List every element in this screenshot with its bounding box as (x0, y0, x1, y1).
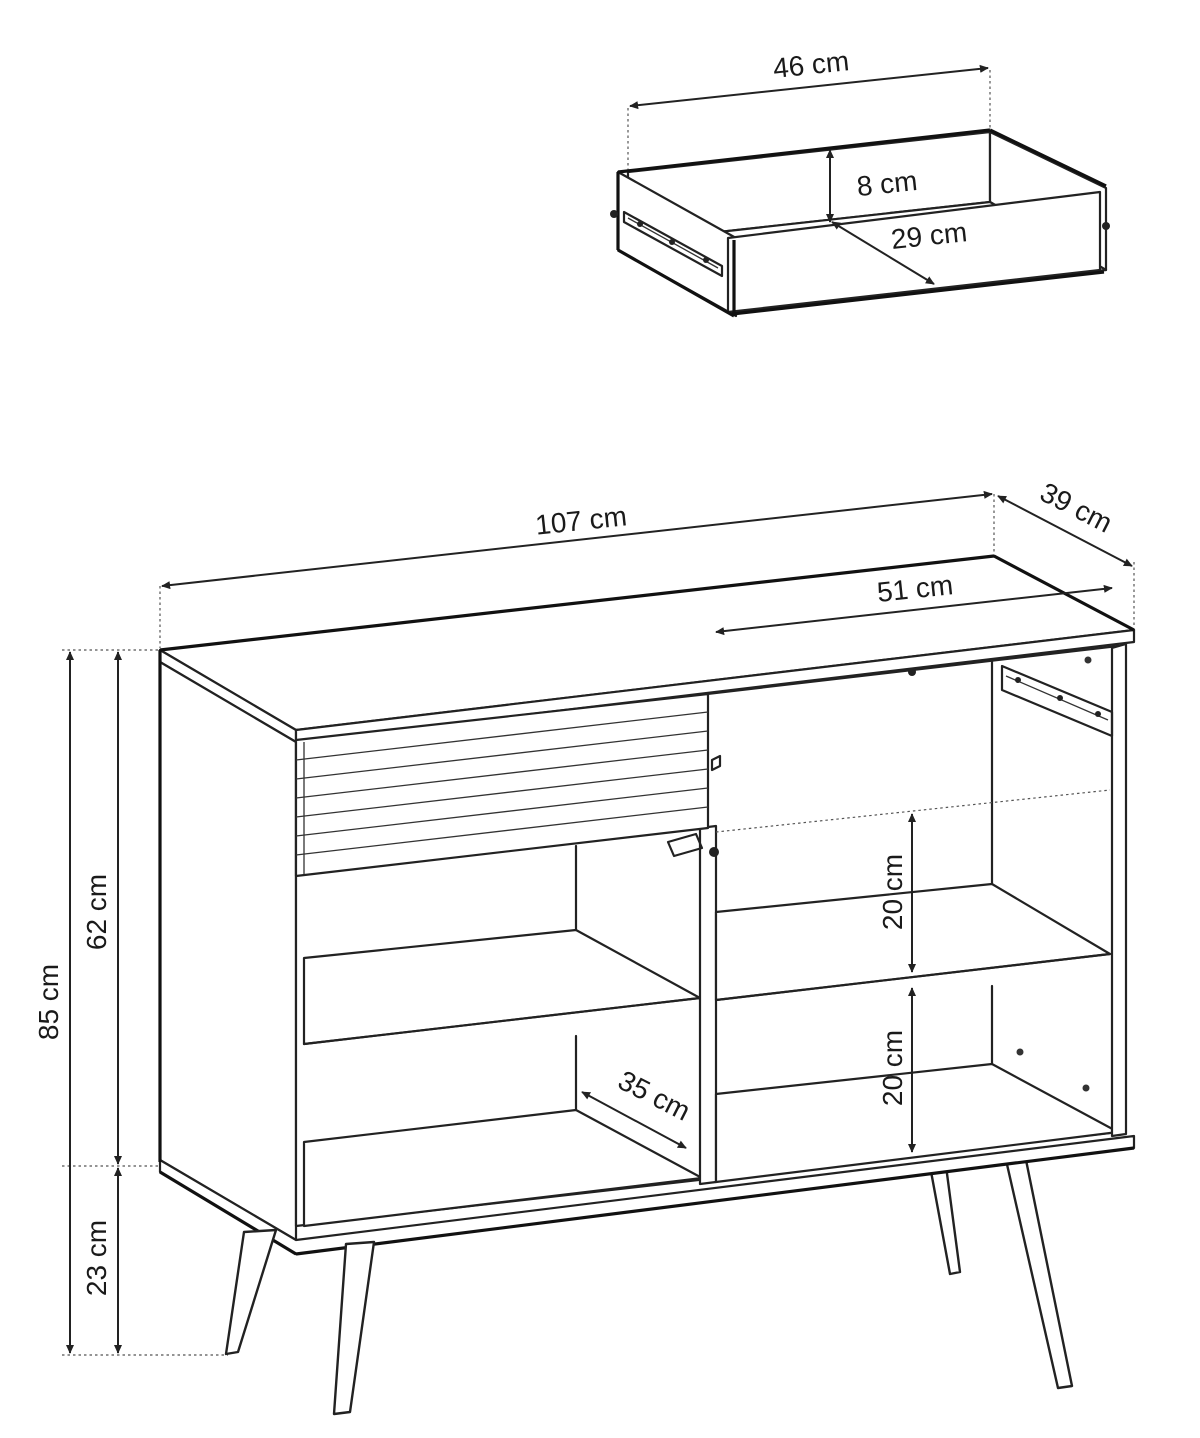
upper-shelf-spacing-label: 20 cm (877, 854, 908, 930)
leg-height-label: 23 cm (81, 1220, 112, 1296)
drawer-illustration: 46 cm 8 cm 29 cm (610, 45, 1110, 318)
total-depth-label: 39 cm (1035, 476, 1117, 538)
drawer-width-label: 46 cm (771, 45, 850, 84)
drawer-runner (622, 210, 724, 278)
sideboard-illustration: 107 cm 39 cm 51 cm 85 cm 62 cm 23 cm 20 … (33, 476, 1136, 1416)
slatted-sliding-door (294, 668, 916, 878)
cabinet-drawer-runner (1000, 664, 1114, 738)
total-width-label: 107 cm (534, 500, 629, 540)
drawer-height-label: 8 cm (855, 165, 919, 202)
total-height-label: 85 cm (33, 964, 64, 1040)
body-height-label: 62 cm (81, 874, 112, 950)
lower-shelf-spacing-label: 20 cm (877, 1030, 908, 1106)
